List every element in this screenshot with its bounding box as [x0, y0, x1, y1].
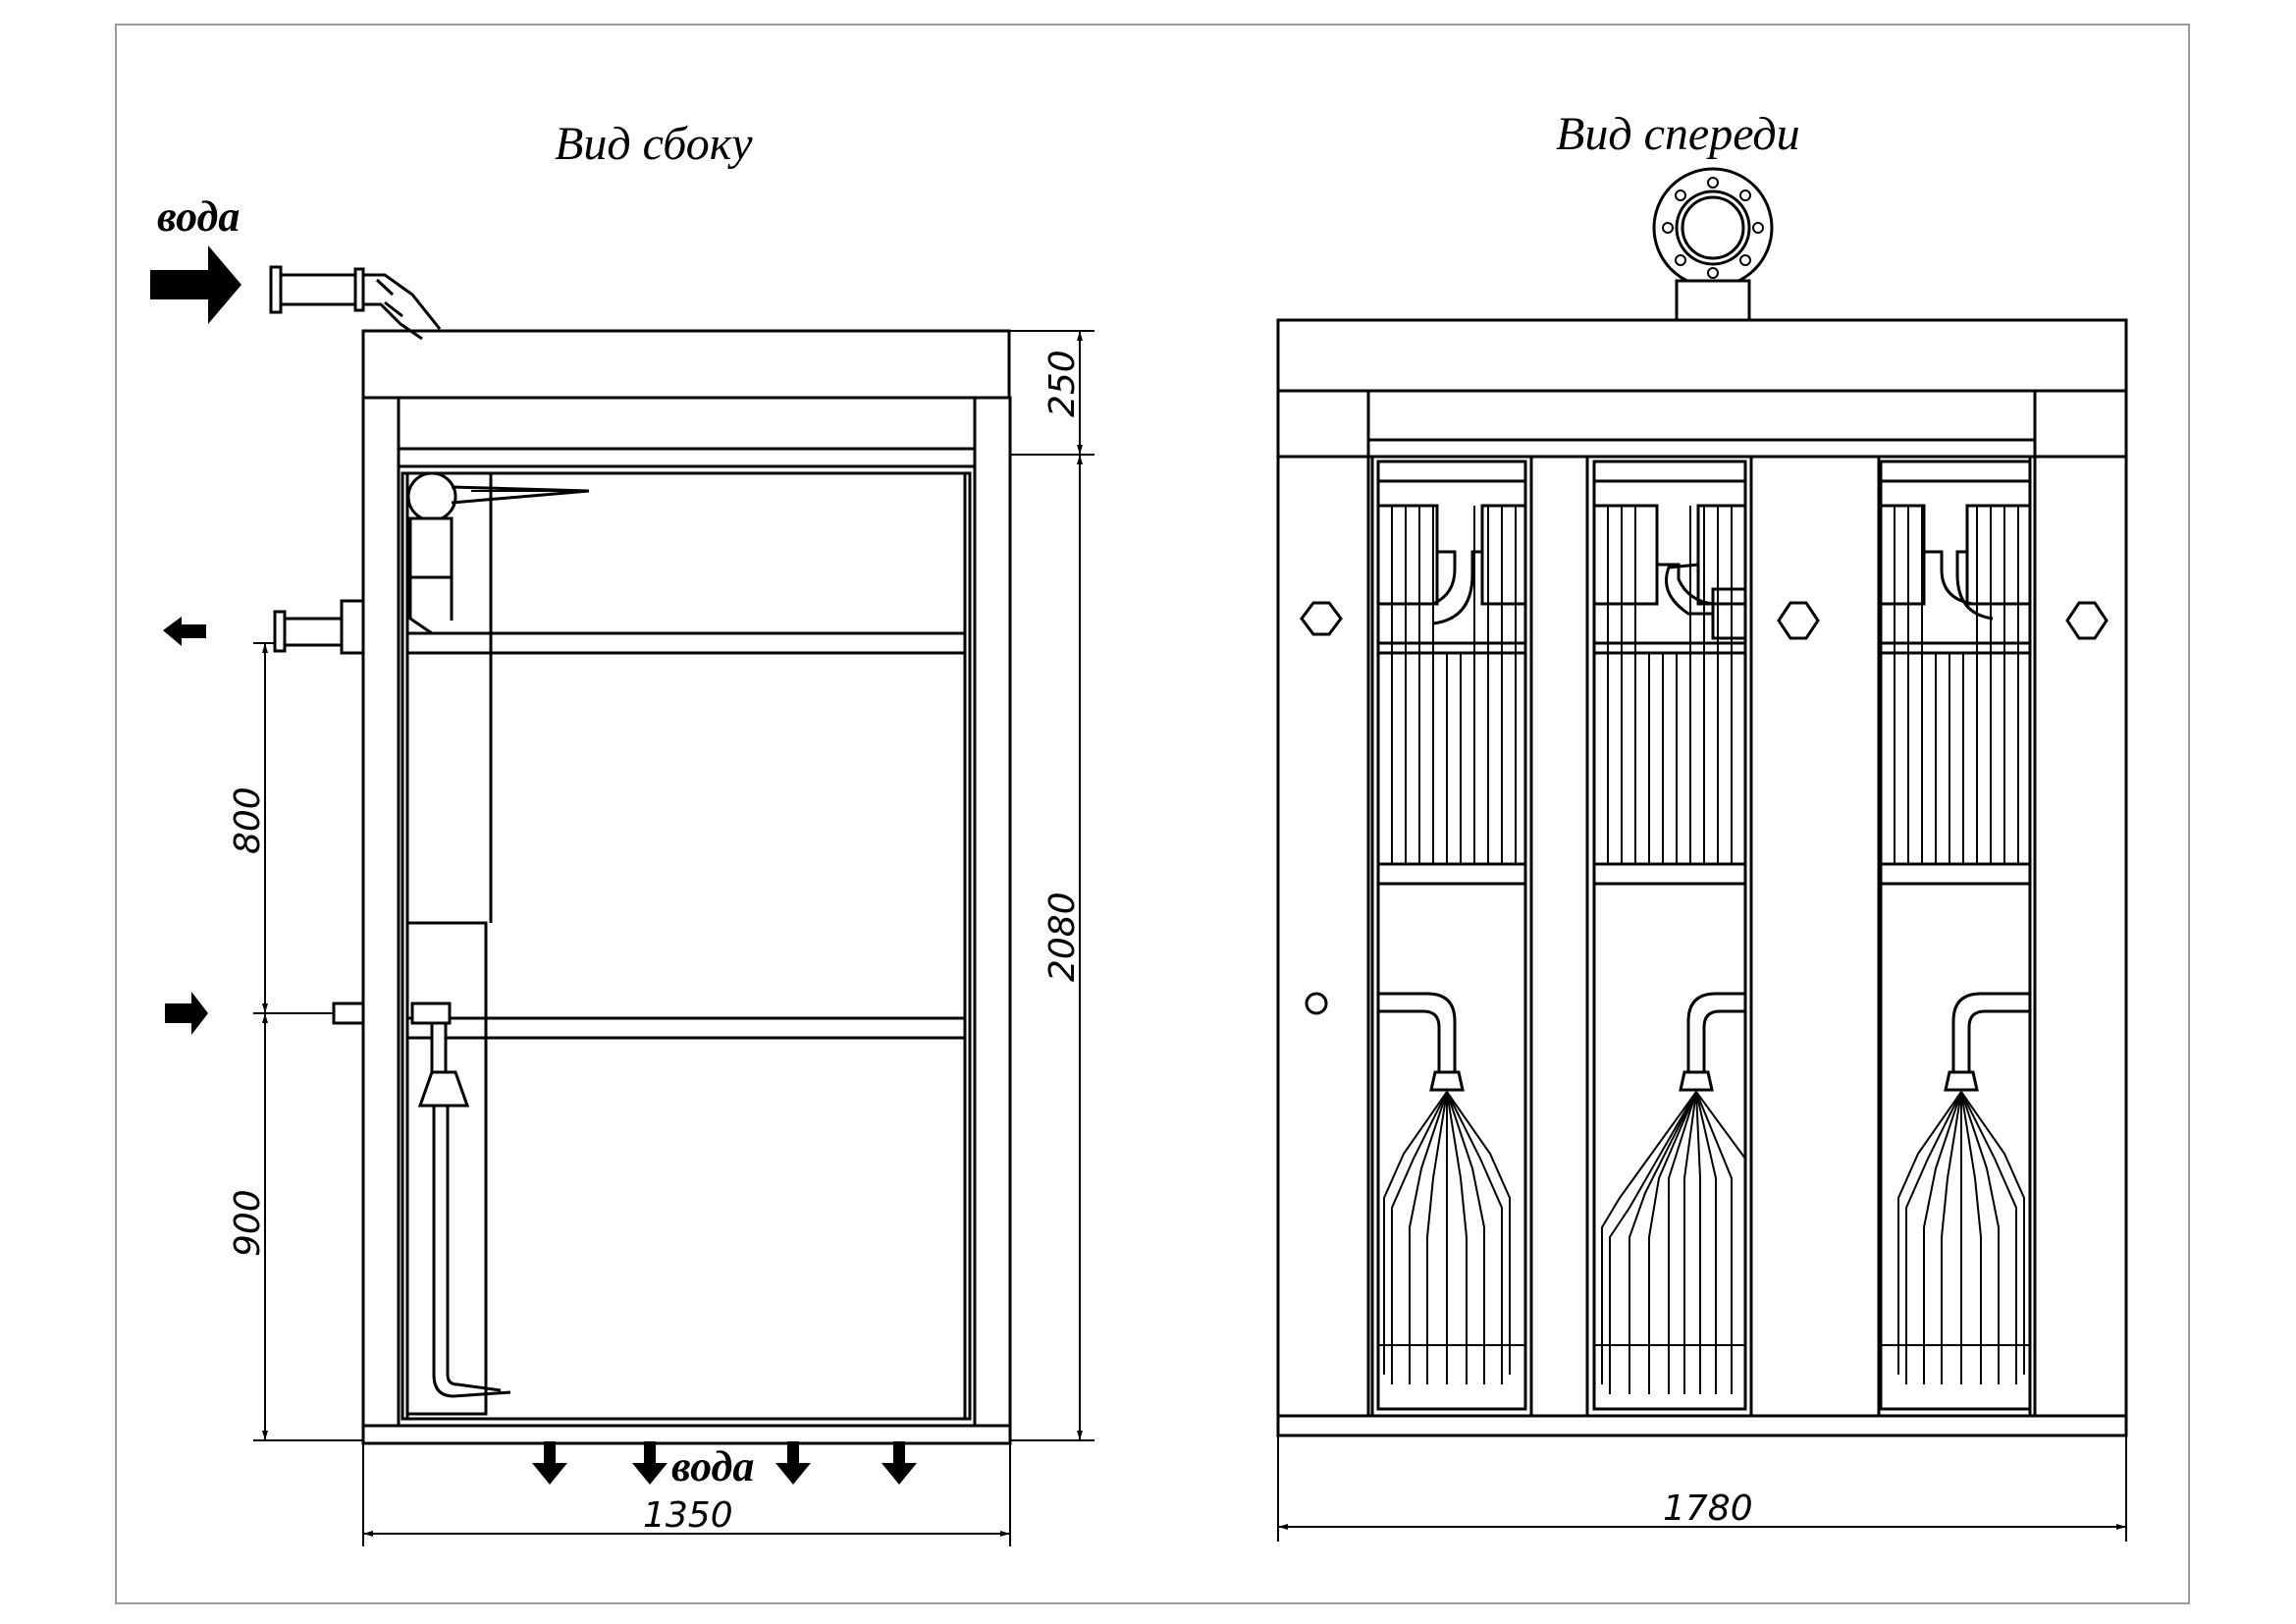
top-flange: [1652, 167, 1774, 322]
side-view: Вид сбоку вода: [150, 118, 1095, 1546]
side-base: [361, 1424, 1012, 1445]
dim-upper-span: 800: [228, 786, 268, 854]
bolt-icons: [1300, 601, 2109, 1015]
side-top-box: [361, 329, 1011, 400]
side-inlet-pipe: [332, 1001, 365, 1025]
side-left-post: [361, 396, 400, 1428]
dim-top-section: 250: [1042, 350, 1083, 417]
front-left-post: [1276, 389, 1370, 1418]
compartment-1: [1376, 460, 1527, 1411]
side-upper-nozzle: [406, 471, 590, 635]
compartment-3: [1879, 460, 2032, 1411]
water-in-arrow-icon: [150, 245, 241, 324]
side-lower-nozzle: [410, 1001, 511, 1398]
front-view-title: Вид спереди: [1556, 108, 1800, 160]
dim-front-width: 1780: [1663, 1489, 1753, 1529]
side-right-post: [973, 396, 1012, 1428]
side-inner-frame: [400, 471, 972, 1421]
side-view-title: Вид сбоку: [555, 118, 753, 170]
compartment-2: [1592, 460, 1747, 1411]
dim-total-height: 2080: [1042, 892, 1083, 982]
front-view: Вид спереди: [1276, 108, 2128, 1542]
front-divider-1: [1529, 455, 1589, 1418]
side-dimensions: 250 2080 800 900 1350: [228, 330, 1095, 1546]
front-dimensions: 1780: [1277, 1435, 2127, 1542]
front-top-box: [1276, 318, 2128, 393]
sheet-frame: [115, 24, 2190, 1604]
water-in-label: вода: [157, 192, 240, 241]
front-right-post: [2033, 389, 2128, 1418]
water-out-arrows-icon: [532, 1441, 917, 1485]
front-divider-2: [1749, 455, 1881, 1418]
front-base: [1276, 1414, 2128, 1437]
inlet-pipe: [269, 265, 442, 341]
side-box: [405, 921, 488, 1416]
side-outlet-arrow-icon: [163, 617, 206, 646]
side-shelf-upper: [405, 631, 967, 655]
side-inlet-arrow-icon: [165, 992, 208, 1035]
dim-side-width: 1350: [643, 1495, 733, 1536]
dim-lower-span: 900: [228, 1189, 268, 1257]
side-shelf-lower: [405, 1016, 967, 1040]
side-outlet-pipe: [273, 599, 365, 655]
water-out-label: вода: [671, 1442, 754, 1490]
